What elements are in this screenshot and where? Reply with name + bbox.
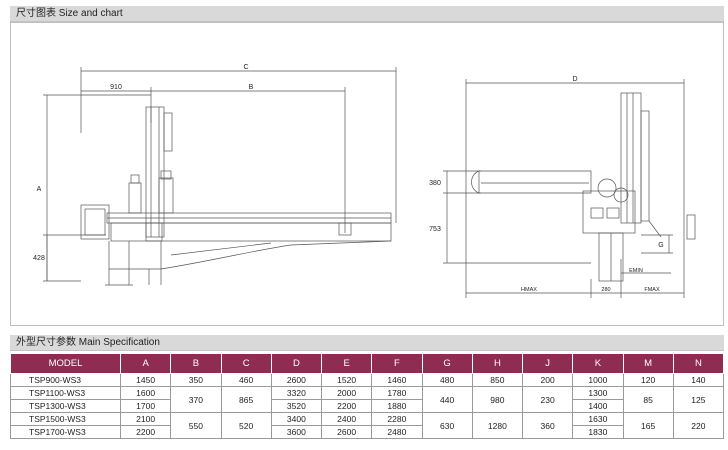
table-cell: 85: [622, 386, 674, 413]
model-cell: TSP900-WS3: [10, 373, 121, 387]
table-cell: 1830: [572, 425, 624, 439]
col-header-b: B: [170, 353, 222, 374]
table-header-row: MODEL A B C D E F G H J K M N: [10, 353, 725, 374]
specification-title: 外型尺寸参数 Main Specification: [16, 337, 160, 348]
gripper-tool: [686, 214, 696, 240]
mold-base: [110, 222, 392, 242]
col-header-model: MODEL: [10, 353, 121, 374]
col-header-m: M: [622, 353, 674, 374]
col-header-d: D: [270, 353, 323, 374]
crosswise-arm: [478, 170, 592, 194]
table-cell: 1630: [572, 412, 624, 426]
table-cell: 850: [471, 373, 524, 387]
table-cell: 165: [622, 412, 674, 439]
table-cell: 460: [220, 373, 272, 387]
table-cell: 2480: [371, 425, 423, 439]
table-cell: 1280: [471, 412, 524, 439]
table-cell: 440: [421, 386, 473, 413]
table-cell: 1000: [572, 373, 624, 387]
label-c: C: [243, 64, 248, 71]
table-cell: 2200: [119, 425, 172, 439]
table-cell: 2100: [119, 412, 172, 426]
table-cell: 1300: [572, 386, 624, 400]
col-header-h: H: [471, 353, 524, 374]
table-cell: 3320: [270, 386, 323, 400]
table-cell: 3520: [270, 399, 323, 413]
specification-table: MODEL A B C D E F G H J K M N TSP900-WS3…: [10, 353, 725, 439]
table-cell: 865: [220, 386, 272, 413]
col-header-e: E: [320, 353, 373, 374]
table-cell: 140: [672, 373, 725, 387]
col-header-a: A: [119, 353, 172, 374]
technical-drawing: C 910 B A 428 D 380 753 G EMIN HMAX 280 …: [33, 64, 696, 298]
table-cell: 1780: [371, 386, 423, 400]
label-910: 910: [110, 84, 122, 91]
vertical-column: [145, 106, 165, 238]
table-cell: 980: [471, 386, 524, 413]
table-cell: 370: [170, 386, 222, 413]
label-emin: EMIN: [629, 268, 643, 274]
table-cell: 1600: [119, 386, 172, 400]
table-cell: 2600: [320, 425, 373, 439]
label-g: G: [658, 242, 663, 249]
table-row: TSP900-WS3 1450 350 460 2600 1520 1460 4…: [10, 373, 725, 387]
table-cell: 520: [220, 412, 272, 439]
label-d: D: [572, 76, 577, 83]
col-header-j: J: [521, 353, 574, 374]
label-280: 280: [601, 287, 610, 293]
table-cell: 2600: [270, 373, 323, 387]
specification-header: 外型尺寸参数 Main Specification: [10, 335, 724, 351]
col-header-g: G: [421, 353, 473, 374]
label-753: 753: [429, 226, 441, 233]
table-cell: 3400: [270, 412, 323, 426]
col-header-k: K: [572, 353, 624, 374]
table-cell: 120: [622, 373, 674, 387]
table-cell: 220: [672, 412, 725, 439]
model-cell: TSP1700-WS3: [10, 425, 121, 439]
table-cell: 350: [170, 373, 222, 387]
size-chart-title: 尺寸图表 Size and chart: [16, 8, 123, 19]
label-b: B: [249, 84, 254, 91]
col-header-f: F: [371, 353, 423, 374]
col-header-c: C: [220, 353, 272, 374]
control-box: [80, 204, 110, 240]
table-cell: 1700: [119, 399, 172, 413]
size-chart-header: 尺寸图表 Size and chart: [10, 6, 724, 22]
table-row: TSP1700-WS3 2200 3600 2600 2480 1830: [10, 425, 724, 439]
table-cell: 2400: [320, 412, 373, 426]
table-row: TSP1300-WS3 1700 3520 2200 1880 1400: [10, 399, 724, 413]
table-cell: 550: [170, 412, 222, 439]
table-cell: 125: [672, 386, 725, 413]
table-cell: 2000: [320, 386, 373, 400]
table-cell: 1880: [371, 399, 423, 413]
label-428: 428: [33, 255, 45, 262]
label-a: A: [37, 186, 42, 193]
table-row: TSP1100-WS3 1600 370 865 3320 2000 1780 …: [10, 386, 725, 413]
model-cell: TSP1500-WS3: [10, 412, 121, 426]
table-cell: 3600: [270, 425, 323, 439]
table-cell: 1450: [119, 373, 172, 387]
table-cell: 1460: [371, 373, 423, 387]
table-cell: 200: [521, 373, 574, 387]
table-cell: 360: [521, 412, 574, 439]
drawing-area: C 910 B A 428 D 380 753 G EMIN HMAX 280 …: [10, 22, 724, 326]
table-cell: 2280: [371, 412, 423, 426]
table-cell: 1520: [320, 373, 373, 387]
col-header-n: N: [672, 353, 725, 374]
label-fmax: FMAX: [644, 287, 660, 293]
table-cell: 480: [421, 373, 473, 387]
label-hmax: HMAX: [521, 287, 537, 293]
vertical-arm: [620, 92, 642, 224]
table-cell: 1400: [572, 399, 624, 413]
model-cell: TSP1100-WS3: [10, 386, 121, 400]
table-cell: 230: [521, 386, 574, 413]
label-380: 380: [429, 180, 441, 187]
model-cell: TSP1300-WS3: [10, 399, 121, 413]
table-cell: 630: [421, 412, 473, 439]
table-cell: 2200: [320, 399, 373, 413]
machine-frame-curve: [160, 240, 392, 270]
table-row: TSP1500-WS3 2100 550 520 3400 2400 2280 …: [10, 412, 725, 439]
